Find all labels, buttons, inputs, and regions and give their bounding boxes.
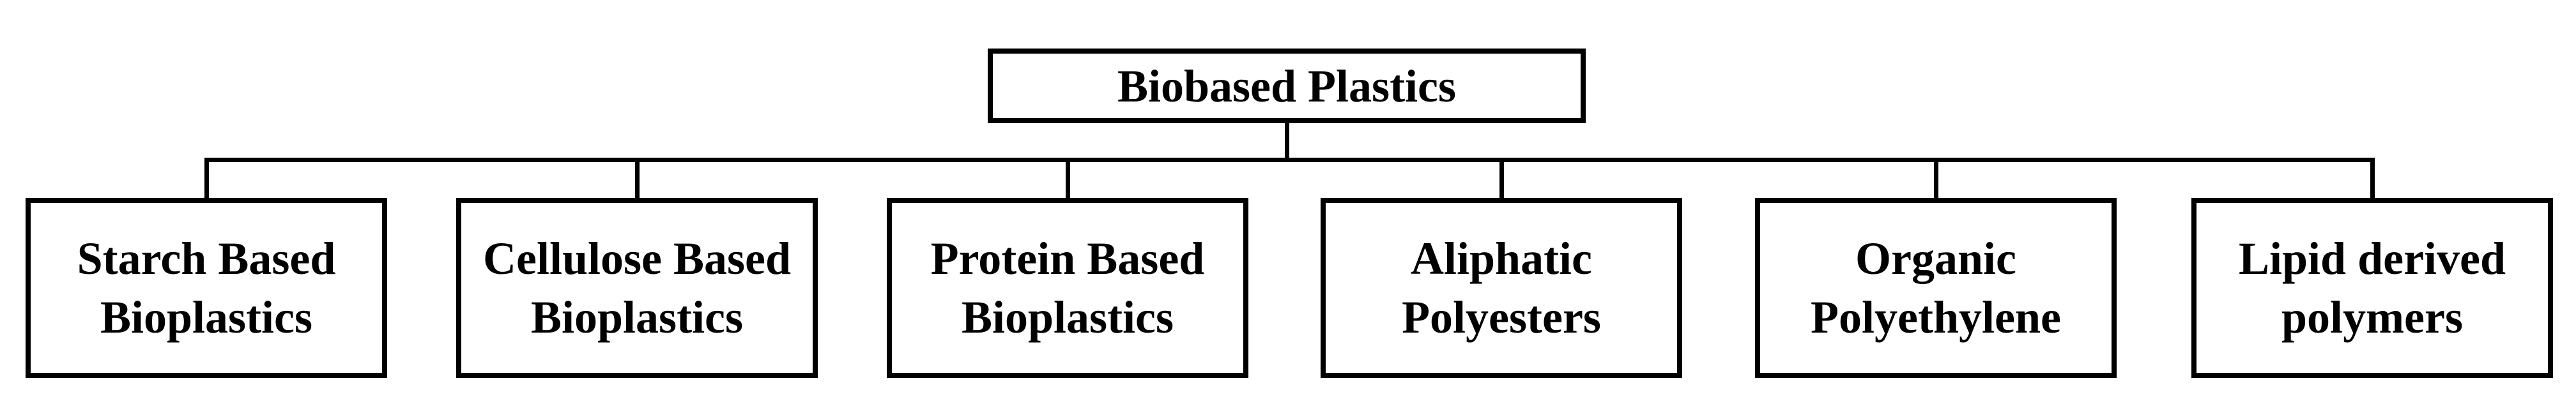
- connector-drop-polyethylene: [1934, 158, 1938, 200]
- connector-drop-starch: [204, 158, 209, 200]
- node-biobased-plastics-label: Biobased Plastics: [1117, 60, 1457, 112]
- connector-bus-line: [204, 158, 2375, 162]
- node-protein-based-bioplastics: Protein Based Bioplastics: [887, 198, 1248, 378]
- node-starch-based-bioplastics: Starch Based Bioplastics: [26, 198, 387, 378]
- connector-root-stem: [1285, 121, 1289, 160]
- connector-drop-cellulose: [635, 158, 640, 200]
- node-lipid-derived-polymers: Lipid derived polymers: [2191, 198, 2553, 378]
- connector-drop-lipid: [2370, 158, 2375, 200]
- connector-drop-protein: [1066, 158, 1070, 200]
- connector-drop-aliphatic: [1499, 158, 1504, 200]
- node-biobased-plastics: Biobased Plastics: [988, 49, 1586, 123]
- node-organic-polyethylene: Organic Polyethylene: [1755, 198, 2117, 378]
- node-cellulose-based-bioplastics-label: Cellulose Based Bioplastics: [482, 233, 792, 343]
- node-organic-polyethylene-label: Organic Polyethylene: [1811, 233, 2061, 343]
- node-starch-based-bioplastics-label: Starch Based Bioplastics: [77, 233, 336, 343]
- node-lipid-derived-polymers-label: Lipid derived polymers: [2238, 233, 2506, 343]
- node-cellulose-based-bioplastics: Cellulose Based Bioplastics: [456, 198, 818, 378]
- node-protein-based-bioplastics-label: Protein Based Bioplastics: [930, 233, 1205, 343]
- node-aliphatic-polyesters: Aliphatic Polyesters: [1321, 198, 1682, 378]
- node-aliphatic-polyesters-label: Aliphatic Polyesters: [1402, 233, 1601, 343]
